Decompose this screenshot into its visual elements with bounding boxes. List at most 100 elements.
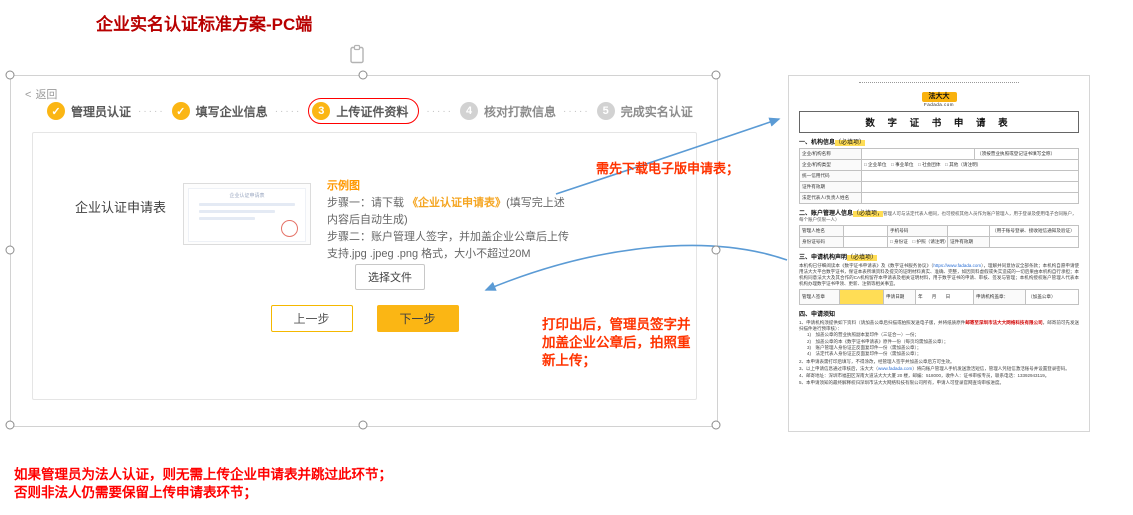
doc-cell: 手机号码 [887,224,948,237]
red-stamp-icon [281,220,298,237]
doc-cell [861,147,975,160]
doc-cell [843,235,888,248]
selection-handle[interactable] [358,70,368,80]
doc-cell [861,169,1079,182]
placeholder-line [199,210,275,213]
doc-notice-item4: 4、邮寄地址：深圳市福田区深南大道法大大大厦 20 楼，邮编：518000，收件… [799,373,1050,379]
sec1-tag: （必填项） [835,139,866,146]
i3b: ）将向账户管理人手机发送激活短信，管理人凭短信激活账号并设置登录密码。 [912,365,1070,371]
selection-handle[interactable] [5,70,15,80]
format-hint: 支持.jpg .jpeg .png 格式，大小不超过20M [327,248,531,260]
fadada-url-link: https://www.fadada.com [933,262,982,268]
notice-sub4: 4) 法定代表人身份证正反面复印件一份（需加盖公章）； [807,351,922,357]
ui-mockup-window: <返回 ✓ 管理员认证 ····· ✓ 填写企业信息 ····· 3 上传证件资… [10,75,718,427]
sample-form-image: 企业认证申请表 [183,183,311,245]
selection-handle[interactable] [711,420,721,430]
choose-file-button[interactable]: 选择文件 [355,264,425,290]
step-finish-auth[interactable]: 5 完成实名认证 [596,102,693,120]
step-label: 管理员认证 [71,104,132,119]
bottom-note-line1: 如果管理员为法人认证，则无需上传企业申请表并跳过此环节； [14,467,392,482]
instruction-step1: 步骤一：请下载 《企业认证申请表》(填写完上述 [327,195,569,212]
doc-cell: 企业/机构名称 [799,147,862,160]
selection-handle[interactable] [5,420,15,430]
step-label: 完成实名认证 [620,104,693,119]
page-title: 企业实名认证标准方案-PC端 [96,15,313,34]
step-separator: ····· [138,105,165,117]
doc-cell [947,224,990,237]
doc-cell: 管理人签章 [799,288,840,305]
form-field-label: 企业认证申请表 [75,200,167,215]
doc-org-info-table: 企业/机构名称（须按营业执照或登记证书填写全称） 企业/机构类型□ 企业单位 □… [799,147,1079,204]
step-verify-payment[interactable]: 4 核对打款信息 [460,102,556,120]
bottom-note-line2: 否则非法人仍需要保留上传申请表环节； [14,485,257,500]
sec2-text: 二、账户管理人信息 [799,210,854,217]
wizard-steps: ✓ 管理员认证 ····· ✓ 填写企业信息 ····· 3 上传证件资料 ··… [47,98,709,124]
prev-step-button[interactable]: 上一步 [270,305,353,332]
doc-cell: 申请日期 [883,288,916,305]
i1b: ，邮寄前可先发送扫描件进行预审核）： [799,319,1080,332]
fadada-logo-icon: 法大大 [921,92,957,102]
step-company-info[interactable]: ✓ 填写企业信息 [171,102,268,120]
doc-notice-item3: 3、以上申请信息通过审核后，法大大（www.fadada.com）将向账户管理人… [799,366,1079,372]
doc-section3-heading: 三、申请机构声明（必填项） [799,252,1079,261]
doc-title: 数 字 证 书 申 请 表 [799,110,1079,133]
doc-declaration: 本机构已仔细阅读本《数字证书申请表》及《数字证书服务协议》（https://ww… [799,263,1079,288]
doc-cell: 身份证号码 [799,235,844,248]
doc-cell: （用于账号登录、接收短信通知及验证） [989,224,1079,237]
annotation-download-first: 需先下载电子版申请表； [596,161,740,176]
selection-handle[interactable] [5,245,15,255]
notice-sub1: 1) 加盖公章的营业执照副本复印件（三证合一）一份； [807,332,919,338]
fadada-url-link: www.fadada.com [878,365,913,371]
placeholder-line [199,217,255,220]
i3a: 3、以上申请信息通过审核后，法大大（ [799,365,879,371]
step1-prefix: 步骤一：请下载 [327,197,408,209]
check-icon: ✓ [171,102,190,120]
chevron-left-icon: < [25,89,32,101]
doc-notice-item1: 1、申请机构须提供如下资料（请加盖公章后扫描或拍照发送电子版，并将纸质原件邮寄至… [799,320,1079,358]
clipboard-icon[interactable] [348,44,366,69]
doc-cell: 申请机构盖章： [973,288,1026,305]
next-step-button[interactable]: 下一步 [376,305,459,332]
selection-handle[interactable] [711,70,721,80]
doc-notice-item2: 2、本申请表需打印后填写，不得涂改，经管理人签字并加盖公章后方可生效。 [799,358,955,364]
step1-suffix: (填写完上述 [506,197,565,209]
step-admin-auth[interactable]: ✓ 管理员认证 [47,102,131,120]
annotation-reupload-line3: 新上传； [542,353,596,368]
i1a: 1、申请机构须提供如下资料（请加盖公章后扫描或拍照发送电子版，并将纸质原件 [799,319,966,325]
wizard-nav-buttons: 上一步 下一步 [33,305,696,332]
annotation-reupload-line2: 加盖企业公章后，拍照重 [542,335,691,350]
doc-cell: □ 身份证 □ 护照（请注明） [887,235,948,248]
step-upload-docs[interactable]: 3 上传证件资料 [312,102,408,120]
sec2-tag: （必填项， [853,210,884,217]
application-form-document: 法大大 Fadada.com 数 字 证 书 申 请 表 一、机构信息（必填项）… [788,75,1090,432]
upload-panel: 企业认证申请表 企业认证申请表 示例图 步骤一：请下载 《企业认证申请表》(填写… [32,132,697,400]
fadada-logo: 法大大 Fadada.com [859,82,1019,108]
back-link[interactable]: <返回 [25,86,57,102]
step-number-icon: 5 [596,102,615,120]
bottom-note: 如果管理员为法人认证，则无需上传企业申请表并跳过此环节； 否则非法人仍需要保留上… [14,466,392,502]
selection-handle[interactable] [711,245,721,255]
step-number-icon: 4 [460,102,479,120]
upload-instructions: 示例图 步骤一：请下载 《企业认证申请表》(填写完上述 内容后自动生成) 步骤二… [327,178,569,263]
sample-tag: 示例图 [327,180,360,192]
signature-highlight-cell [839,288,884,305]
sec2-note: 管理人可与法定代表人相同，也可授权其他人员作为账户管理人，用于登录及使用电子合同… [799,210,1077,222]
doc-cell: （加盖公章） [1025,288,1079,305]
notice-sub3: 3) 账户管理人身份证正反面复印件一份（需加盖公章）； [807,344,922,350]
step-separator: ····· [426,105,454,117]
step-separator: ····· [563,105,590,117]
doc-cell [843,224,888,237]
fadada-logo-sub: Fadada.com [923,101,954,107]
sample-form-caption: 企业认证申请表 [229,193,265,199]
download-form-link[interactable]: 《企业认证申请表》 [407,197,507,209]
placeholder-line [199,203,295,206]
back-label: 返回 [35,89,58,101]
step-label: 核对打款信息 [484,104,557,119]
notice-sub2: 2) 加盖公章的本《数字证书申请表》原件一份（每页均需加盖公章）； [807,338,949,344]
step-label: 上传证件资料 [336,104,409,119]
selection-handle[interactable] [358,420,368,430]
doc-manager-info-table: 管理人姓名手机号码（用于账号登录、接收短信通知及验证） 身份证号码□ 身份证 □… [799,224,1079,248]
current-step-highlight: 3 上传证件资料 [308,98,420,124]
doc-section1-heading: 一、机构信息（必填项） [799,137,1079,146]
doc-cell [861,180,1079,193]
